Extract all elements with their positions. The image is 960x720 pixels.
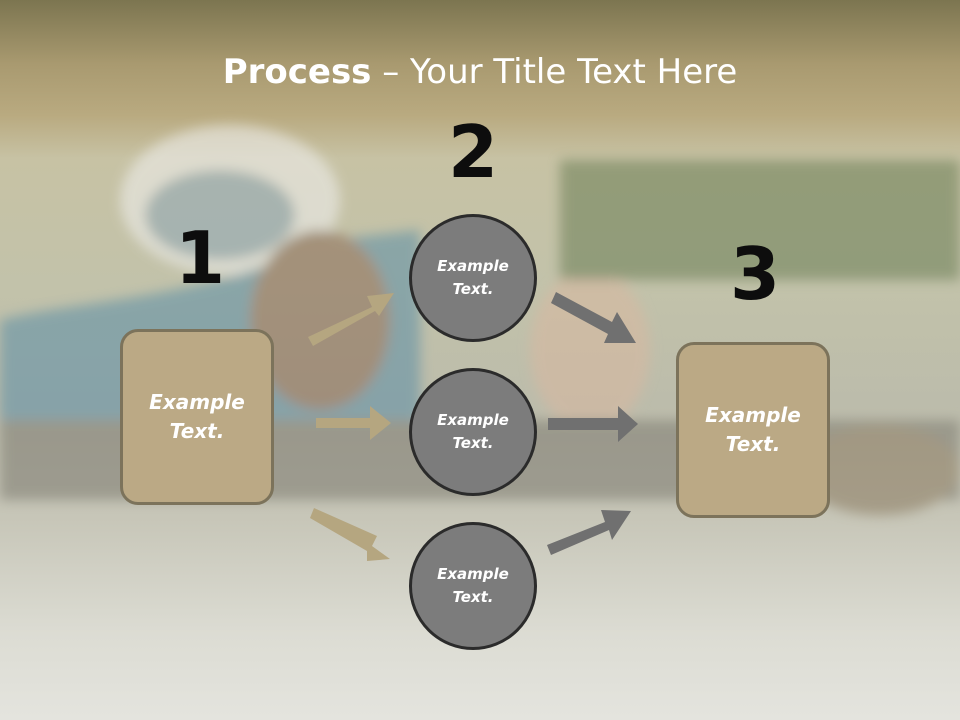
right-arrows — [547, 292, 638, 555]
step-box-right-text: Example Text. — [705, 403, 801, 456]
step-circle-middle-text: Example Text. — [437, 411, 509, 452]
arrow-left-down — [310, 508, 390, 561]
step-box-left: Example Text. — [120, 329, 274, 505]
step-circle-bottom: Example Text. — [409, 522, 537, 650]
step-circle-bottom-text: Example Text. — [437, 565, 509, 606]
arrow-right-middle — [548, 406, 638, 442]
step-circle-top-text: Example Text. — [437, 257, 509, 298]
slide-title: Process – Your Title Text Here — [0, 52, 960, 92]
arrow-left-middle — [316, 406, 391, 440]
step-box-left-text: Example Text. — [149, 390, 245, 443]
arrow-left-up — [308, 293, 394, 346]
step-box-right: Example Text. — [676, 342, 830, 518]
step-number-1: 1 — [175, 216, 226, 300]
title-bold: Process — [222, 52, 372, 92]
title-rest: – Your Title Text Here — [371, 52, 738, 92]
step-circle-top: Example Text. — [409, 214, 537, 342]
step-circle-middle: Example Text. — [409, 368, 537, 496]
arrow-right-up — [551, 292, 636, 343]
step-number-3: 3 — [730, 232, 781, 316]
left-arrows — [308, 293, 394, 561]
arrow-right-down — [547, 510, 631, 555]
step-number-2: 2 — [448, 110, 499, 194]
